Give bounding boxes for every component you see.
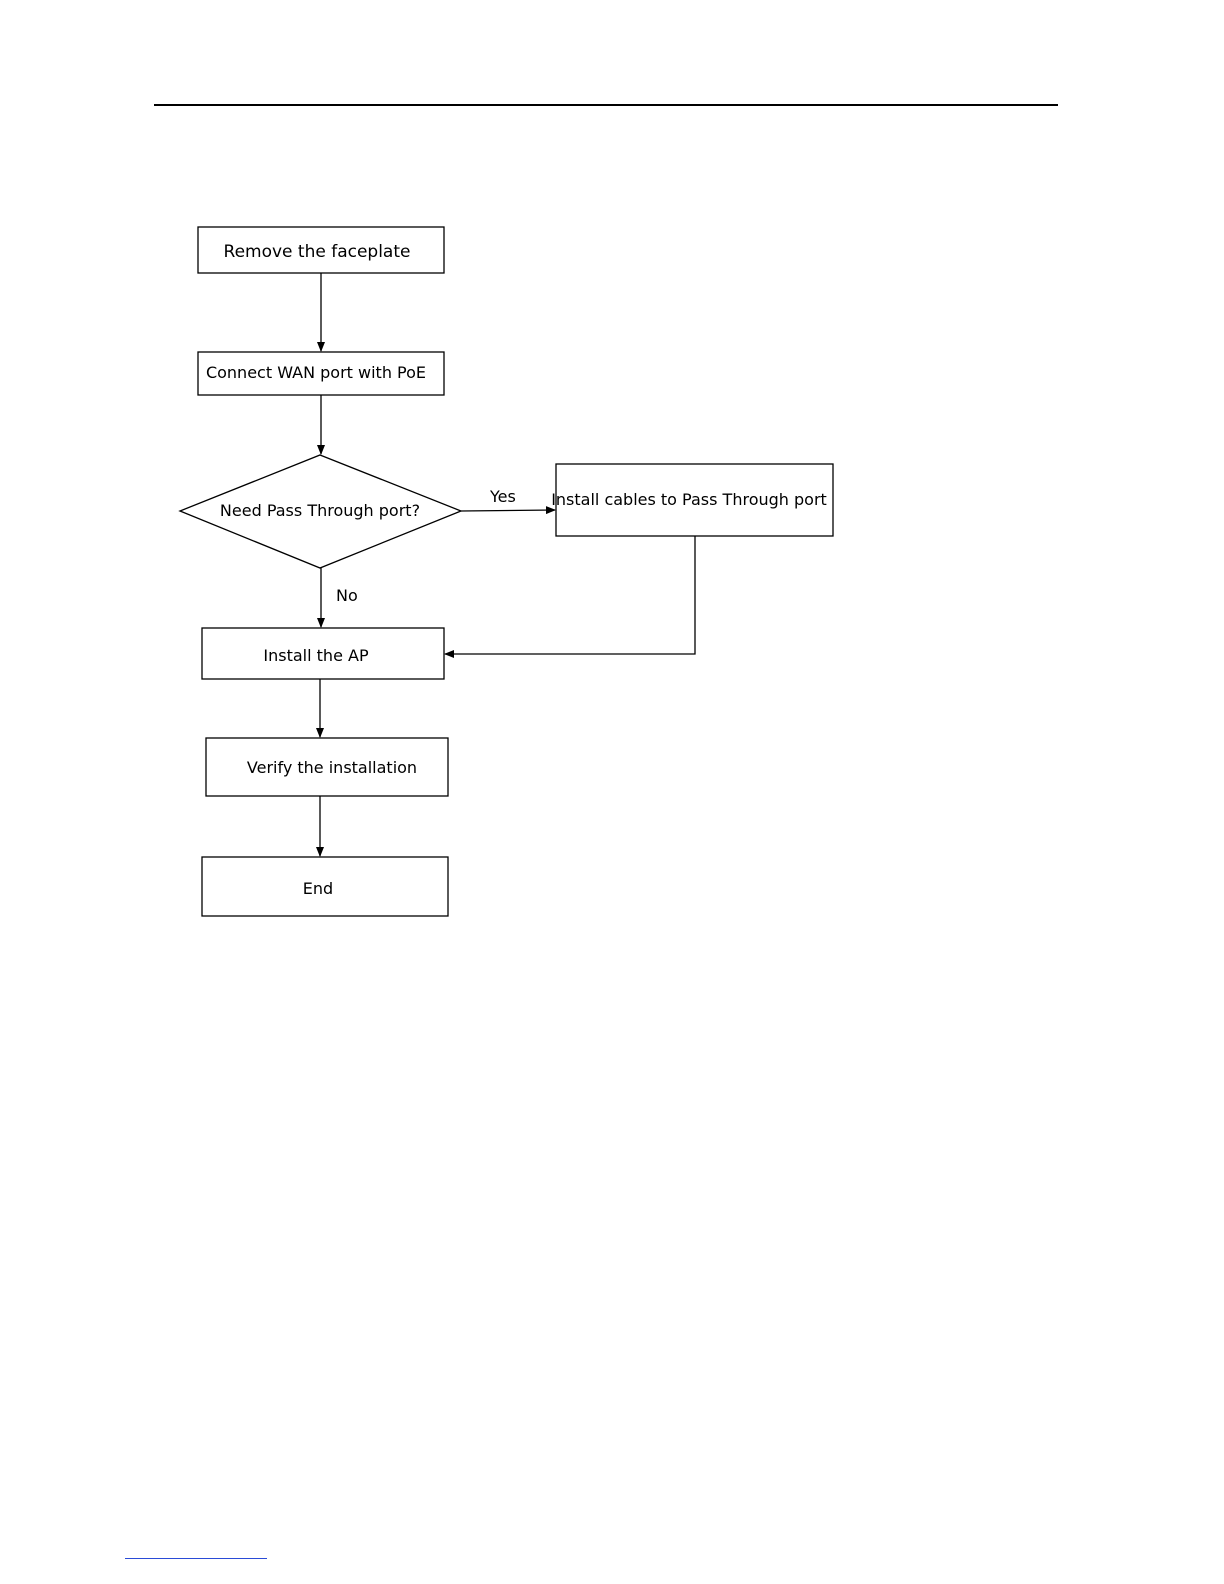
edge-label-yes: Yes: [489, 487, 516, 506]
step-install-cables: Install cables to Pass Through port: [551, 464, 833, 536]
step-install-ap: Install the AP: [202, 628, 444, 679]
step-remove-faceplate: Remove the faceplate: [198, 227, 444, 273]
step-connect-wan-label: Connect WAN port with PoE: [206, 363, 426, 382]
decision-pass-through: Need Pass Through port?: [180, 455, 461, 568]
step-install-cables-label: Install cables to Pass Through port: [551, 490, 827, 509]
step-connect-wan: Connect WAN port with PoE: [198, 352, 444, 395]
step-verify-label: Verify the installation: [247, 758, 417, 777]
footnote-rule: [125, 1558, 267, 1559]
step-verify: Verify the installation: [206, 738, 448, 796]
step-end-label: End: [303, 879, 333, 898]
arrow-cables-to-install-ap: [445, 536, 695, 654]
arrow-decision-yes: [461, 510, 555, 511]
step-remove-faceplate-label: Remove the faceplate: [224, 242, 411, 262]
step-install-ap-label: Install the AP: [263, 646, 369, 665]
edge-label-no: No: [336, 586, 358, 605]
decision-pass-through-label: Need Pass Through port?: [220, 501, 420, 520]
step-end: End: [202, 857, 448, 916]
